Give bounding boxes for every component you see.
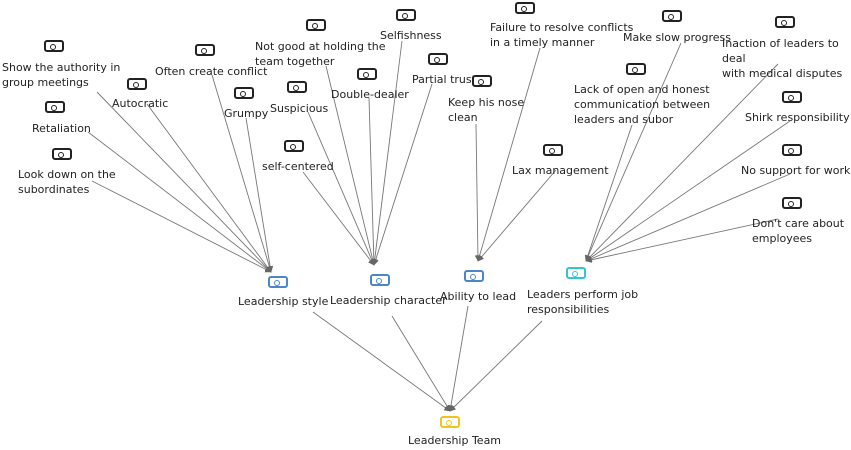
edge-f2-to-style <box>146 103 272 273</box>
factor-icon-f2[interactable] <box>127 78 147 90</box>
factor-icon-f5[interactable] <box>45 101 65 113</box>
factor-icon-f21[interactable] <box>782 197 802 209</box>
factor-label-f1: Show the authority in group meetings <box>2 61 121 89</box>
factor-label-f8: Selfishness <box>380 29 442 42</box>
edge-f1-to-style <box>96 91 272 273</box>
factor-label-f4: Grumpy <box>224 107 269 120</box>
factor-label-f7: Not good at holding the team together <box>255 40 386 68</box>
edge-f13-to-ability <box>476 47 541 262</box>
leaders-perform-job-label: Leaders perform job responsibilities <box>527 288 639 316</box>
leadership-style-label: Leadership style <box>238 295 329 308</box>
leadership-character-label: Leadership character <box>330 294 447 307</box>
edge-f12-to-character <box>302 171 375 266</box>
factor-label-f14: Keep his nose clean <box>448 96 525 124</box>
leadership-style-icon[interactable] <box>268 276 288 288</box>
edge-f4-to-style <box>245 117 274 273</box>
factor-label-f15: Lax management <box>512 164 609 177</box>
factor-label-f18: Lack of open and honest communication be… <box>574 83 711 126</box>
factor-icon-f1[interactable] <box>44 40 64 52</box>
factor-icon-f14[interactable] <box>472 75 492 87</box>
factor-icon-f20[interactable] <box>782 144 802 156</box>
factor-icon-f18[interactable] <box>626 63 646 75</box>
factor-label-f20: No support for work <box>741 164 851 177</box>
factor-label-f6: Look down on the subordinates <box>18 168 116 196</box>
edge-f15-to-ability <box>477 169 557 262</box>
factor-icon-f13[interactable] <box>515 2 535 14</box>
factor-icon-f15[interactable] <box>543 144 563 156</box>
factor-icon-f4[interactable] <box>234 87 254 99</box>
edge-f6-to-style <box>91 180 272 273</box>
edge-f16-to-duties <box>585 42 682 262</box>
factor-icon-f11[interactable] <box>287 81 307 93</box>
edge-f19-to-duties <box>585 120 791 262</box>
factor-label-f2: Autocratic <box>112 97 169 110</box>
factor-icon-f19[interactable] <box>782 91 802 103</box>
leadership-team-label: Leadership Team <box>408 434 502 447</box>
edge-f11-to-character <box>307 111 375 266</box>
edge-style-to-team <box>312 311 451 412</box>
edge-f14-to-ability <box>474 123 482 262</box>
factor-icon-f6[interactable] <box>52 148 72 160</box>
factor-label-f21: Don't care about employees <box>752 217 845 245</box>
factor-icon-f10[interactable] <box>428 53 448 65</box>
leaders-perform-job-icon[interactable] <box>566 267 586 279</box>
edge-f3-to-style <box>211 74 273 273</box>
factor-label-f12: self-centered <box>262 160 334 173</box>
factor-icon-f12[interactable] <box>284 140 304 152</box>
factor-icon-f17[interactable] <box>775 16 795 28</box>
edge-ability-to-team <box>447 305 469 412</box>
ability-to-lead-label: Ability to lead <box>440 290 517 303</box>
factor-label-f11: Suspicious <box>270 102 329 115</box>
edge-f18-to-duties <box>584 124 633 262</box>
factor-icon-f8[interactable] <box>396 9 416 21</box>
leadership-character-icon[interactable] <box>370 274 390 286</box>
factor-icon-f9[interactable] <box>357 68 377 80</box>
leadership-team-icon[interactable] <box>440 416 460 428</box>
edge-f21-to-duties <box>585 218 779 263</box>
factor-label-f9: Double-dealer <box>331 88 409 101</box>
edge-f17-to-duties <box>585 63 779 262</box>
factor-icon-f3[interactable] <box>195 44 215 56</box>
edge-f9-to-character <box>368 97 377 266</box>
factor-icon-f7[interactable] <box>306 19 326 31</box>
factor-label-f10: Partial trust <box>412 73 476 86</box>
factor-label-f16: Make slow progress <box>623 31 731 44</box>
edge-duties-to-team <box>449 320 543 412</box>
factor-icon-f16[interactable] <box>662 10 682 22</box>
edge-f5-to-style <box>87 131 272 273</box>
factor-label-f17: Inaction of leaders to deal with medical… <box>722 37 843 80</box>
edge-f7-to-character <box>325 65 376 266</box>
factor-label-f3: Often create conflict <box>155 65 268 78</box>
ability-to-lead-icon[interactable] <box>464 270 484 282</box>
factor-label-f19: Shirk responsibility <box>745 111 850 124</box>
edge-f8-to-character <box>371 40 403 266</box>
edge-f10-to-character <box>372 83 433 266</box>
factor-label-f5: Retaliation <box>32 122 91 135</box>
edge-character-to-team <box>391 315 451 412</box>
factor-label-f13: Failure to resolve conflicts in a timely… <box>490 21 634 49</box>
edge-f20-to-duties <box>585 173 791 262</box>
